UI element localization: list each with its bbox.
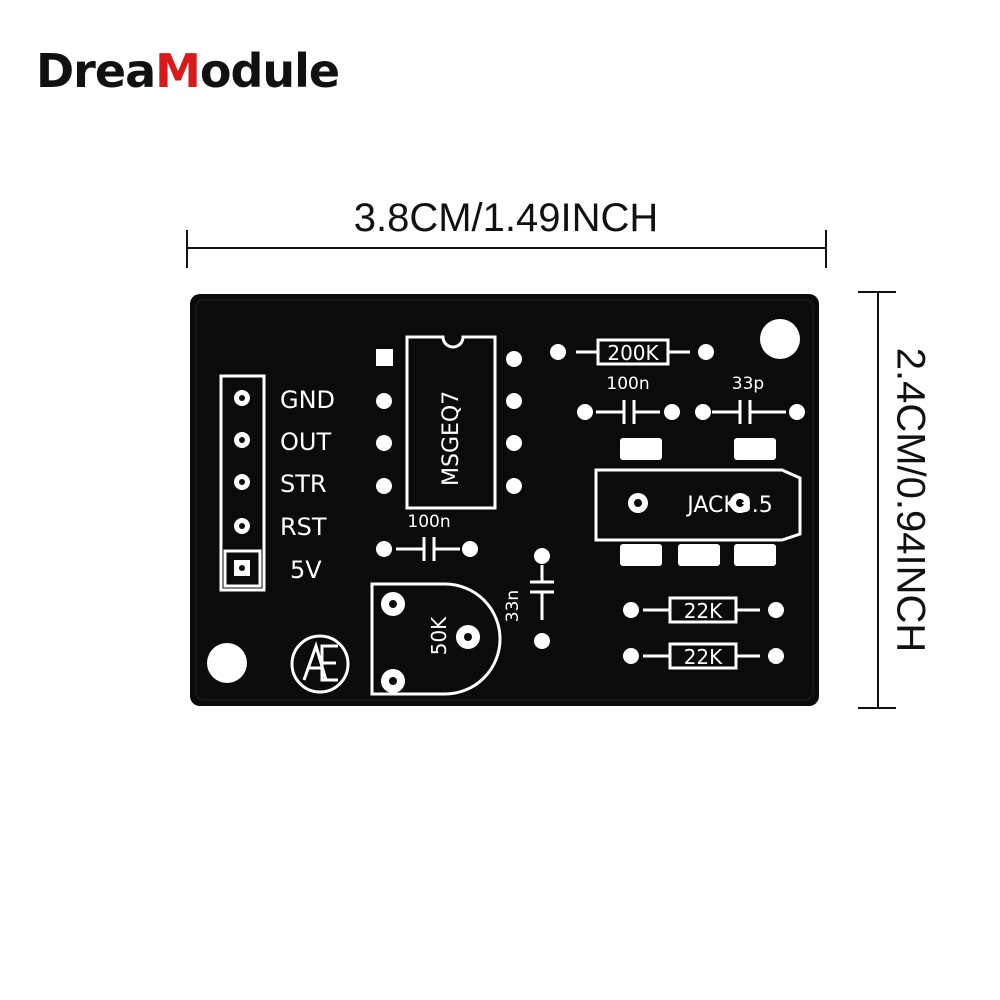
header-outline <box>219 374 266 592</box>
jack-outline <box>594 468 802 542</box>
ae-logo-icon <box>290 634 350 694</box>
mounting-hole-bottom-left <box>207 643 247 683</box>
brand-logo: DreaModule <box>36 44 340 98</box>
ic-label: MSGEQ7 <box>439 391 464 486</box>
pot-label: 50K <box>427 616 451 655</box>
pin-label-str: STR <box>280 470 327 498</box>
pot-outline <box>370 582 502 696</box>
resistor-2-label: 22K <box>684 645 723 669</box>
resistor-top-label: 200K <box>607 341 659 365</box>
pcb-board <box>190 294 819 706</box>
width-dimension-line <box>186 230 827 268</box>
jack-label: JACK3.5 <box>685 493 773 518</box>
height-dimension-line <box>858 291 896 709</box>
cap-mid-label: 100n <box>407 512 450 532</box>
cap-vertical-label: 33n <box>503 590 523 622</box>
cap-top-left-label: 100n <box>606 374 649 394</box>
pin-label-out: OUT <box>280 428 331 456</box>
ic-outline <box>405 335 497 510</box>
pin-label-gnd: GND <box>280 386 335 414</box>
ae-logo-glyph <box>302 641 338 682</box>
width-dimension-label: 3.8CM/1.49INCH <box>353 196 659 240</box>
mounting-hole-top-right <box>760 319 800 359</box>
pin-label-5v: 5V <box>290 556 322 584</box>
resistor-1-label: 22K <box>684 599 723 623</box>
pin-label-rst: RST <box>280 513 327 541</box>
cap-top-right-label: 33p <box>732 374 764 394</box>
